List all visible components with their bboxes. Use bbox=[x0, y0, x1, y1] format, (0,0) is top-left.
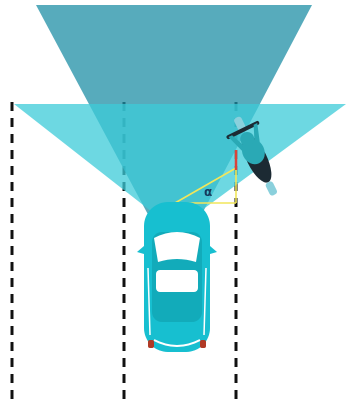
car-rear-window bbox=[156, 270, 198, 292]
car-mirror-left bbox=[137, 246, 144, 254]
rider-helmet bbox=[240, 132, 255, 147]
car-mirror-right bbox=[210, 246, 217, 254]
angle-label: α bbox=[204, 185, 212, 199]
motorcycle-rear-wheel bbox=[265, 181, 277, 196]
car-side-stripe-left bbox=[147, 267, 151, 336]
motorcycle-rider-top-view-icon bbox=[226, 116, 277, 196]
motorcycle-handlebar bbox=[226, 121, 260, 140]
angle-line-to-target bbox=[174, 167, 237, 204]
car-tail-light-right bbox=[200, 340, 206, 348]
car-tail-light-left bbox=[148, 340, 154, 348]
car-windshield bbox=[154, 232, 200, 262]
wide-radar-beam bbox=[14, 104, 346, 230]
car-side-stripe-right bbox=[203, 267, 207, 336]
car-top-view-icon bbox=[137, 202, 217, 352]
motorcycle-front-wheel bbox=[234, 116, 246, 131]
car-rear-bumper-line bbox=[153, 339, 201, 347]
